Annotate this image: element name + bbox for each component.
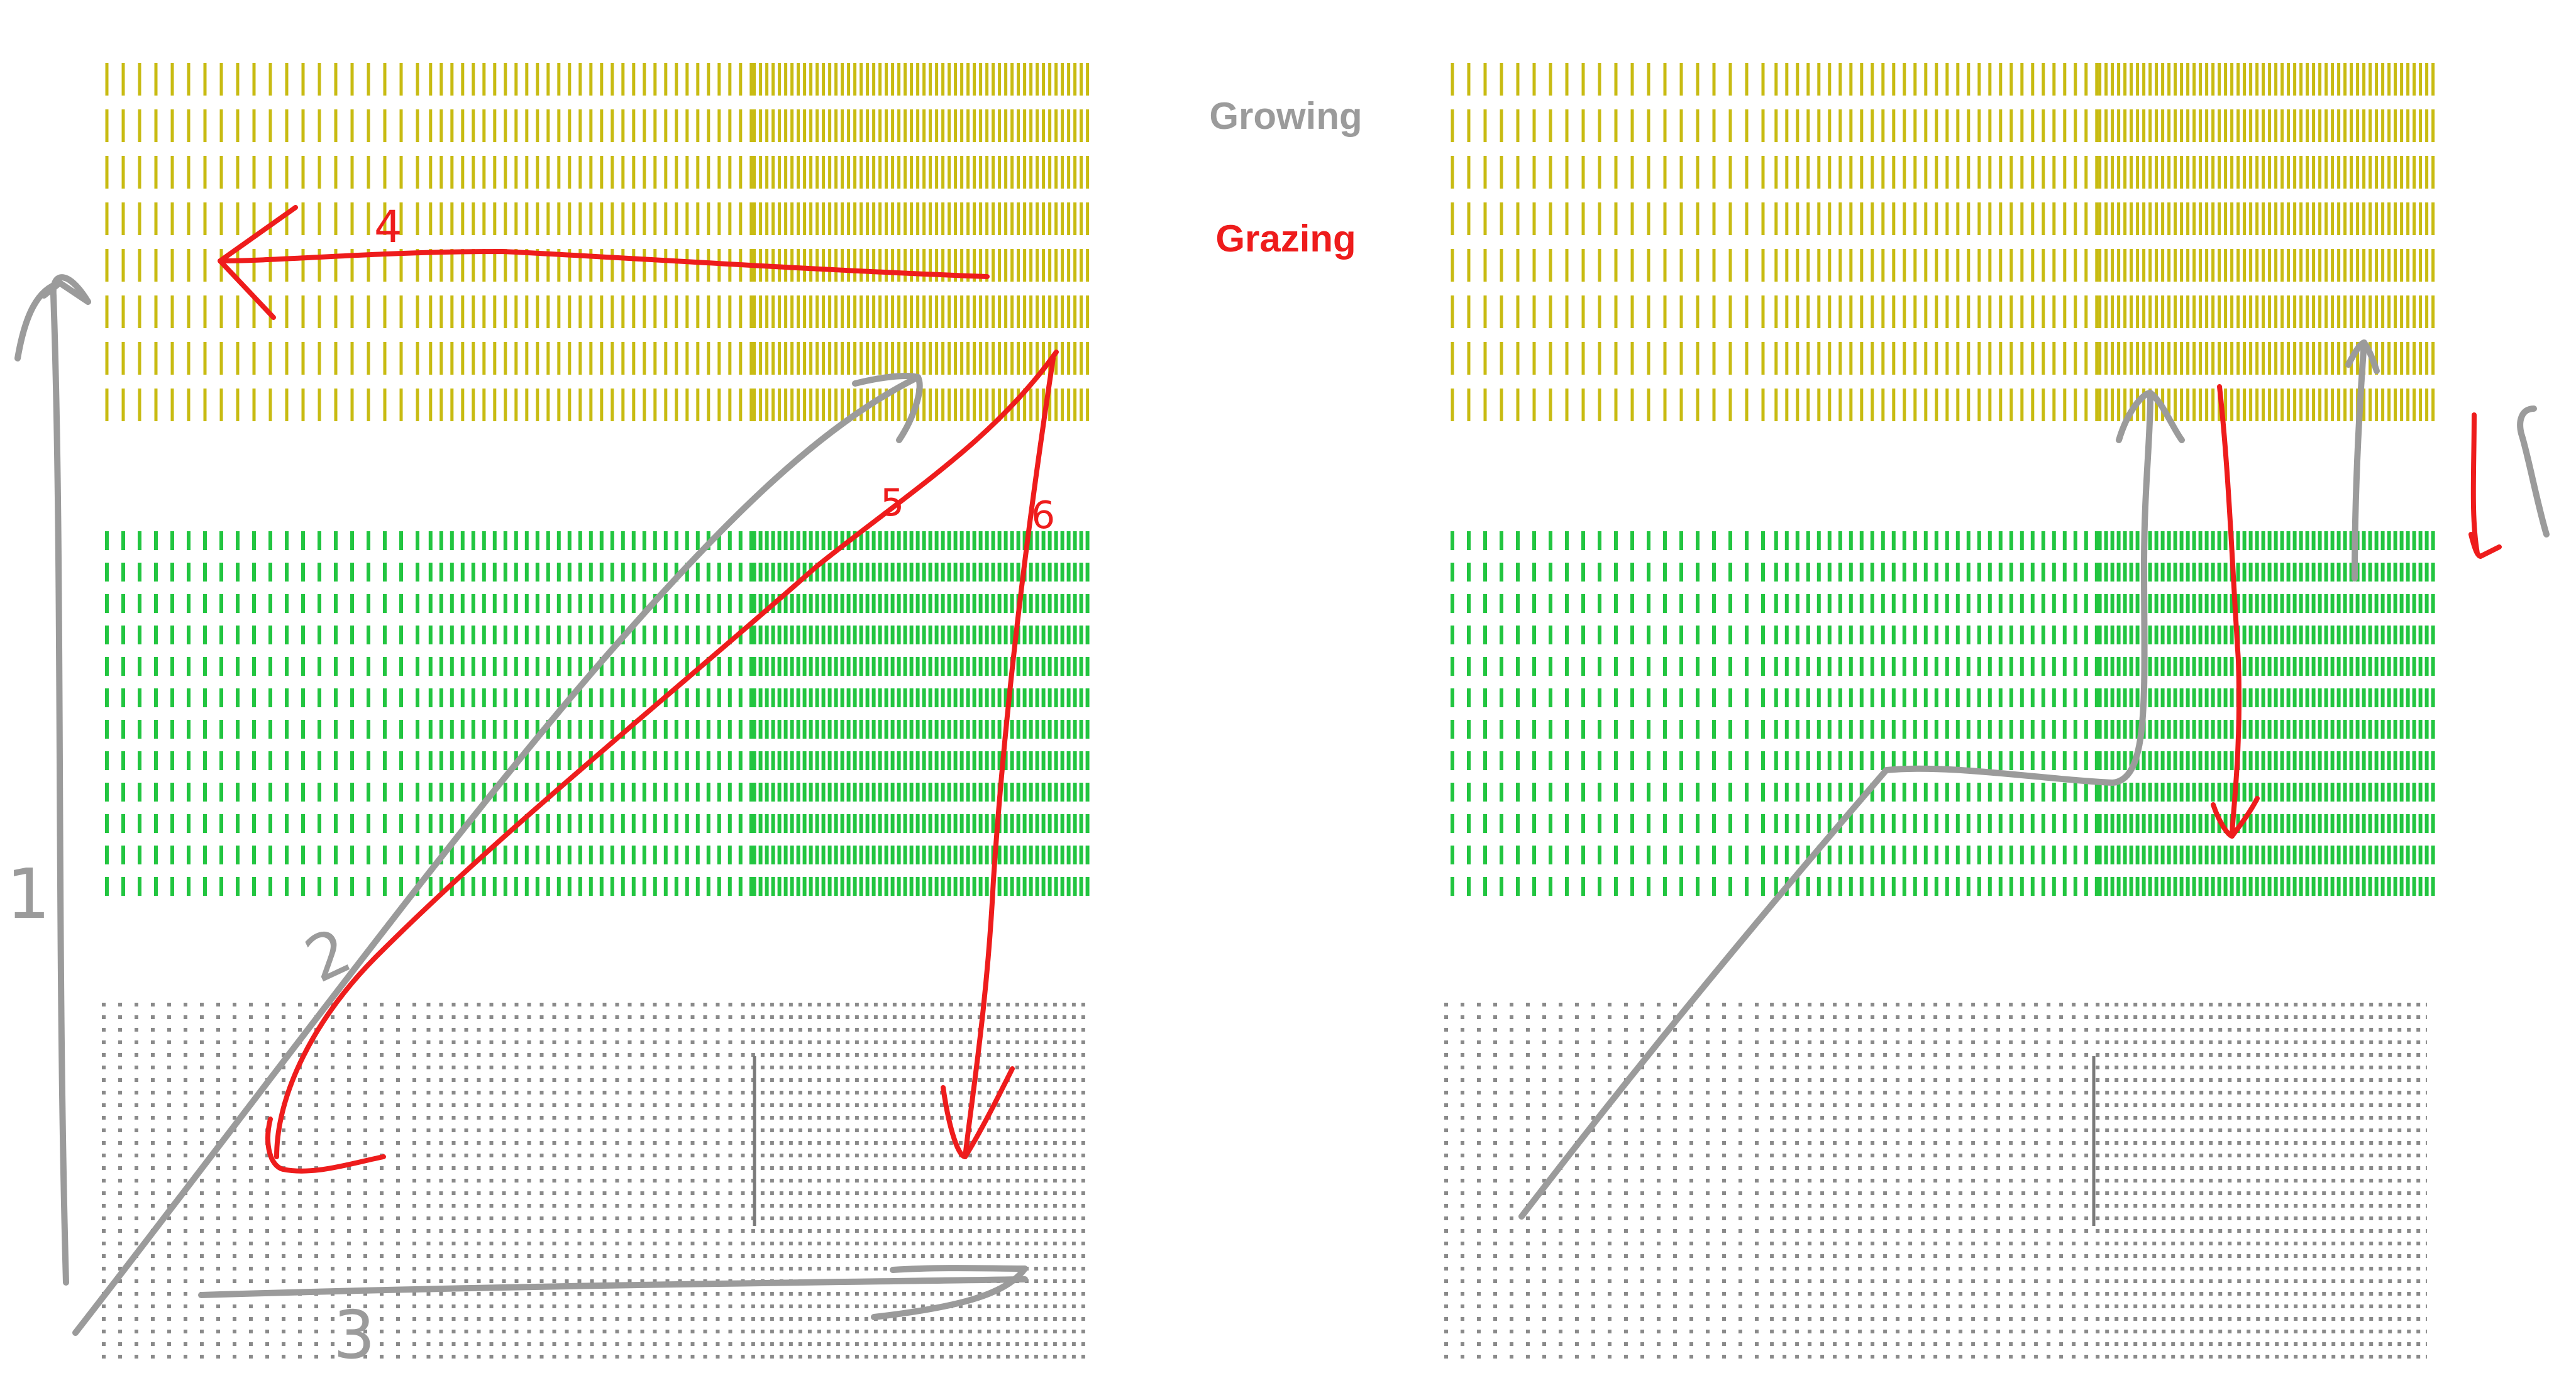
- grazing-arrow-6-head: [941, 1066, 1015, 1159]
- step-label-5: 5: [880, 481, 904, 525]
- step-label-1: 1: [6, 854, 50, 934]
- right-bare-soil-band: [1444, 1003, 2427, 1361]
- right-mature-grass-band: [1451, 63, 2435, 434]
- legend-grazing-label: Grazing: [1215, 218, 1356, 260]
- right-growth-arrow-b: [2352, 339, 2367, 582]
- left-bare-soil-band: [102, 1003, 1085, 1361]
- right-panel: [1444, 63, 2550, 1361]
- step-label-3: 3: [333, 1297, 375, 1374]
- legend: Growing Grazing: [1209, 95, 1362, 260]
- grazing-arrow-5-head: [265, 1117, 386, 1174]
- left-panel: 1 2 3 4 5 6: [6, 63, 1090, 1374]
- growth-arrow-1: [50, 274, 91, 1286]
- grazing-arrow-4-head: [218, 205, 298, 320]
- growth-arrow-2-head: [852, 373, 923, 443]
- legend-growing-label: Growing: [1209, 95, 1362, 137]
- step-label-6: 6: [1031, 493, 1055, 538]
- step-label-4: 4: [374, 201, 402, 253]
- right-growth-path-head: [2116, 390, 2185, 443]
- grazing-arrow-4: [218, 249, 990, 279]
- right-grazing-arrow-a: [2217, 384, 2242, 839]
- grazing-arrow-6: [963, 356, 1056, 1159]
- right-grazing-arrow-b-head: [2468, 532, 2502, 559]
- growth-arrow-3: [198, 1276, 1028, 1298]
- grazing-arrow-5: [274, 350, 1059, 1159]
- growth-arrow-1-head: [14, 280, 91, 361]
- right-growth-arrow-c: [2517, 405, 2550, 538]
- right-growing-arrows: [1518, 339, 2550, 1220]
- right-young-grass-band: [1451, 531, 2435, 899]
- growth-arrow-2: [72, 374, 921, 1336]
- left-mature-grass-band: [105, 63, 1090, 434]
- growth-arrow-3-head: [871, 1265, 1028, 1320]
- right-grazing-arrows: [2211, 384, 2502, 839]
- step-label-2: 2: [294, 913, 362, 997]
- left-growing-arrows: [14, 274, 1028, 1336]
- right-grazing-arrow-b: [2470, 412, 2480, 556]
- right-grazing-arrow-a-head: [2211, 796, 2260, 839]
- left-grazing-arrows: [218, 205, 1059, 1174]
- left-young-grass-band: [105, 531, 1090, 899]
- right-growth-arrow-b-head: [2345, 339, 2380, 374]
- right-growth-path: [1518, 393, 2153, 1220]
